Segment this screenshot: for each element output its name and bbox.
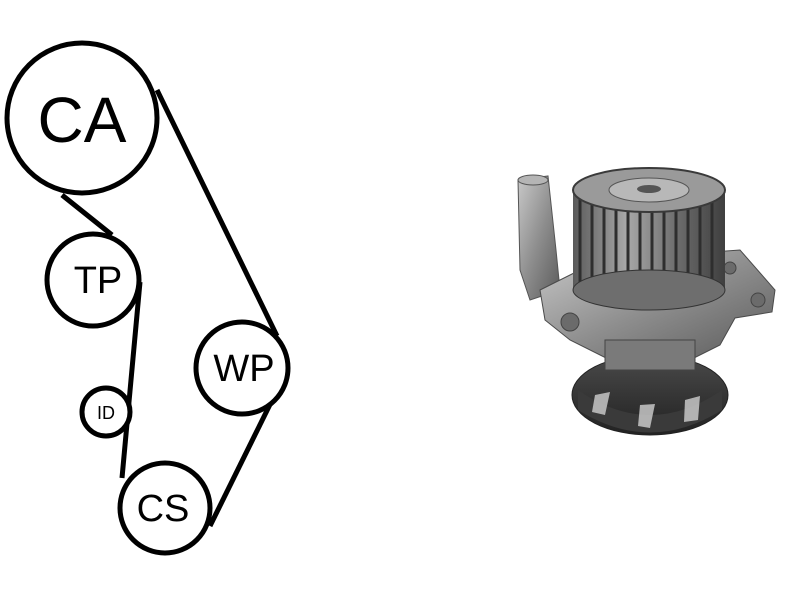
idler-label: ID (97, 403, 115, 423)
water-pump-pulley (193, 319, 291, 417)
pulleys (4, 40, 291, 556)
belt-segment-ca-tp (60, 193, 114, 237)
mount-hole-right (750, 292, 766, 308)
crankshaft-pulley (117, 460, 213, 556)
pump-sprocket (572, 167, 726, 311)
belt-segment-tp-cs (119, 281, 143, 479)
pump-outlet-pipe (517, 175, 561, 301)
impeller-base (578, 390, 722, 433)
mount-hole-top (723, 261, 737, 275)
pump-pipe-opening (517, 174, 549, 186)
water-pump-label: WP (213, 348, 274, 390)
crankshaft-label: CS (137, 488, 190, 530)
tensioner-pulley (44, 231, 142, 329)
tensioner-label: TP (74, 260, 123, 302)
camshaft-pulley (4, 40, 160, 196)
belt-segment-ca-wp (154, 88, 280, 338)
pump-shaft-housing (604, 339, 696, 371)
mount-hole-left (560, 312, 580, 332)
camshaft-label: CA (38, 84, 127, 156)
idler-pulley (79, 385, 133, 439)
impeller-vanes (592, 392, 700, 428)
